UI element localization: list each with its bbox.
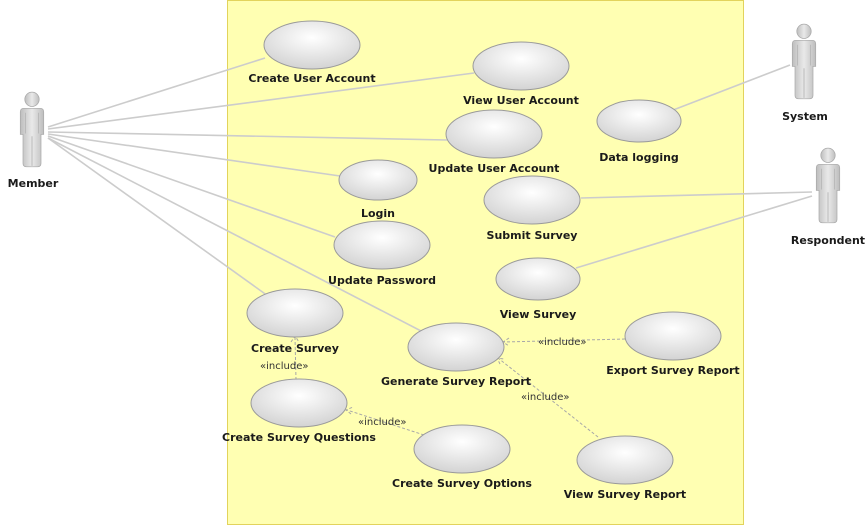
use-case-update-user-account[interactable]: Update User Account xyxy=(429,109,560,175)
use-case-label: View User Account xyxy=(463,94,579,107)
assoc-member-update-user-account xyxy=(47,131,448,141)
use-case-login[interactable]: Login xyxy=(338,159,418,220)
use-case-label: Login xyxy=(361,207,395,220)
actor-respondent[interactable]: Respondent xyxy=(791,147,865,247)
use-case-update-password[interactable]: Update Password xyxy=(328,220,436,287)
use-case-label: Generate Survey Report xyxy=(381,375,531,388)
assoc-respondent-submit-survey xyxy=(580,191,813,199)
member-actor-icon xyxy=(19,91,45,168)
use-case-create-user-account[interactable]: Create User Account xyxy=(248,20,376,85)
use-case-label: Submit Survey xyxy=(487,229,578,242)
actor-label: Respondent xyxy=(791,234,865,247)
use-case-label: View Survey Report xyxy=(564,488,686,501)
include-create-survey-options: «include» xyxy=(345,406,425,436)
use-cases: Create User Account View User Account Up… xyxy=(222,20,740,501)
include-label: «include» xyxy=(538,337,586,348)
include-dependencies: «include» «include» «include» «include» xyxy=(260,335,626,438)
respondent-actor-icon xyxy=(815,147,841,224)
use-case-view-user-account[interactable]: View User Account xyxy=(463,41,579,107)
use-case-export-survey-report[interactable]: Export Survey Report xyxy=(606,311,740,377)
use-case-label: Create Survey xyxy=(251,342,339,355)
use-case-generate-survey-report[interactable]: Generate Survey Report xyxy=(381,322,531,388)
associations xyxy=(47,57,813,333)
assoc-member-create-user-account xyxy=(47,57,266,128)
use-case-label: Update Password xyxy=(328,274,436,287)
assoc-member-create-survey xyxy=(47,137,269,297)
use-case-label: Data logging xyxy=(599,151,679,164)
include-label: «include» xyxy=(260,361,308,372)
use-case-view-survey-report[interactable]: View Survey Report xyxy=(564,435,686,501)
use-case-label: Export Survey Report xyxy=(606,364,739,377)
actor-member[interactable]: Member xyxy=(8,91,59,190)
use-case-view-survey[interactable]: View Survey xyxy=(495,257,581,321)
assoc-member-update-password xyxy=(47,135,336,238)
assoc-member-generate-survey-report xyxy=(47,137,424,333)
use-case-label: Create User Account xyxy=(248,72,375,85)
system-actor-icon xyxy=(791,23,817,100)
assoc-member-login xyxy=(47,133,341,177)
use-case-create-survey-questions[interactable]: Create Survey Questions xyxy=(222,378,376,444)
use-case-create-survey-options[interactable]: Create Survey Options xyxy=(392,424,532,490)
assoc-member-view-user-account xyxy=(47,72,475,130)
use-case-label: Create Survey Options xyxy=(392,477,532,490)
use-case-submit-survey[interactable]: Submit Survey xyxy=(483,175,581,242)
include-label: «include» xyxy=(521,392,569,403)
assoc-respondent-view-survey xyxy=(575,195,813,269)
actor-label: Member xyxy=(8,177,59,190)
include-label: «include» xyxy=(358,417,406,428)
use-case-label: Create Survey Questions xyxy=(222,431,376,444)
use-case-create-survey[interactable]: Create Survey xyxy=(246,288,344,355)
actor-system[interactable]: System xyxy=(782,23,828,123)
use-case-label: View Survey xyxy=(500,308,577,321)
actor-label: System xyxy=(782,110,828,123)
assoc-system-data-logging xyxy=(667,64,791,113)
use-case-label: Update User Account xyxy=(429,162,560,175)
use-case-data-logging[interactable]: Data logging xyxy=(596,99,682,164)
